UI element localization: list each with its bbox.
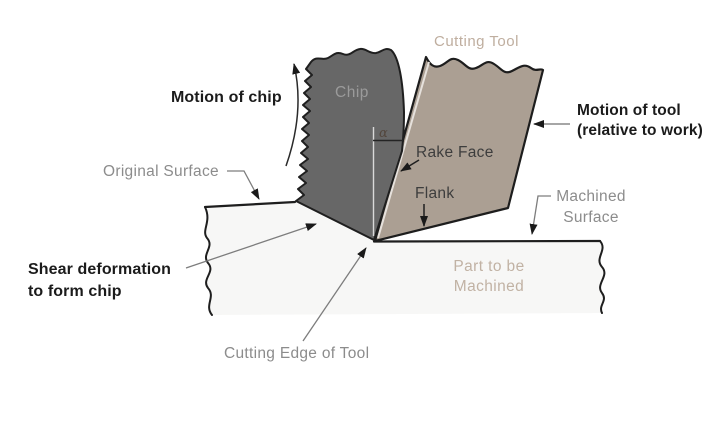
cutting-edge-leader xyxy=(302,247,367,342)
part-to-be-machined-label: Part to be Machined xyxy=(439,257,539,297)
original-surface-edge xyxy=(203,200,297,209)
machined-surface-edge xyxy=(372,239,602,243)
shear-deformation-label: Shear deformation to form chip xyxy=(28,259,171,303)
motion-of-tool-line2: (relative to work) xyxy=(577,122,703,139)
machined-surface-leader xyxy=(529,195,551,235)
flank-label: Flank xyxy=(415,185,455,202)
workpiece-right-break-line xyxy=(598,240,606,314)
shear-deformation-line2: to form chip xyxy=(28,283,122,300)
cutting-tool-label: Cutting Tool xyxy=(434,33,519,50)
motion-of-tool-label: Motion of tool (relative to work) xyxy=(577,101,703,141)
machined-surface-line1: Machined xyxy=(556,188,626,205)
rake-face-highlight xyxy=(377,61,430,239)
workpiece-shape xyxy=(205,202,605,315)
motion-of-tool-line1: Motion of tool xyxy=(577,102,681,119)
shear-deformation-leader xyxy=(185,223,317,269)
machined-surface-label: Machined Surface xyxy=(546,186,636,228)
part-line2: Machined xyxy=(453,278,525,295)
shear-deformation-line1: Shear deformation xyxy=(28,261,172,278)
workpiece-left-break-line xyxy=(204,206,213,316)
machined-surface-line2: Surface xyxy=(563,209,619,226)
rake-face-arrow xyxy=(400,159,420,172)
rake-face-label: Rake Face xyxy=(416,144,494,161)
rake-angle-symbol: α xyxy=(379,126,388,141)
cutting-edge-label: Cutting Edge of Tool xyxy=(224,345,370,362)
motion-of-chip-arrow xyxy=(285,63,301,167)
motion-of-chip-label: Motion of chip xyxy=(171,89,282,106)
chip-shape xyxy=(295,47,405,241)
original-surface-label: Original Surface xyxy=(103,163,219,180)
part-line1: Part to be xyxy=(453,258,525,275)
original-surface-leader xyxy=(227,170,260,200)
chip-label: Chip xyxy=(335,84,369,101)
